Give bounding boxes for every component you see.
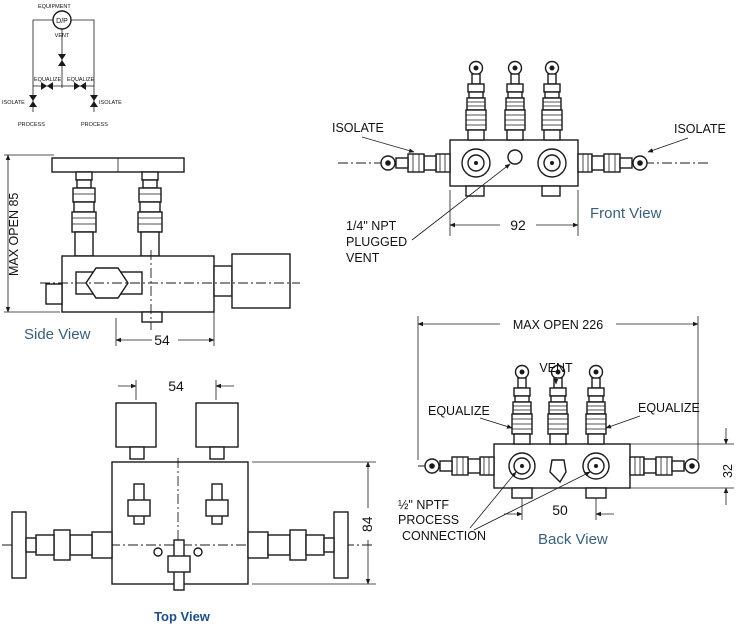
front-view-width-dimension: 92 (510, 217, 526, 233)
schematic-equalize-left-label: EQUALIZE (34, 77, 62, 83)
side-view-width-dimension: 54 (154, 332, 170, 348)
back-view-npt-line1: ½" NPTF (398, 498, 449, 512)
back-view-width-dimension: 50 (552, 502, 568, 518)
front-view: ISOLATE ISOLATE 92 1/4" NPT PLUGGED VENT… (332, 60, 726, 265)
front-view-title: Front View (590, 205, 662, 222)
side-view-height-dimension: MAX OPEN 85 (7, 193, 21, 276)
back-view-height-dimension: 32 (721, 464, 735, 478)
back-view-vent-label: VENT (539, 361, 573, 375)
isolate-valve-left-icon (29, 95, 37, 107)
front-view-vent-line1: 1/4" NPT (346, 219, 397, 233)
vent-valve-icon (58, 54, 66, 66)
schematic-equipment-label: EQUIPMENT (38, 4, 71, 10)
isolate-valve-right-icon (90, 95, 98, 107)
top-view-width-dimension: 54 (168, 378, 184, 394)
front-view-vent-line2: PLUGGED (346, 235, 407, 249)
top-view: 54 84 Top View (2, 378, 376, 624)
side-view-title: Side View (24, 326, 91, 343)
schematic-equalize-right-label: EQUALIZE (67, 77, 95, 83)
front-view-isolate-right-label: ISOLATE (674, 122, 726, 136)
schematic-process-left-label: PROCESS (18, 122, 45, 128)
schematic-process-right-label: PROCESS (81, 122, 108, 128)
back-view-equalize-right-label: EQUALIZE (638, 401, 700, 415)
back-view: MAX OPEN 226 VENT EQUALIZE EQUALIZE 32 (398, 316, 735, 548)
back-view-max-open-dimension: MAX OPEN 226 (513, 318, 603, 332)
equalize-valve-left-icon (41, 82, 53, 90)
back-view-title: Back View (538, 531, 608, 548)
side-view: MAX OPEN 85 54 Side View (4, 154, 300, 348)
back-view-equalize-left-label: EQUALIZE (428, 404, 490, 418)
front-view-isolate-left-label: ISOLATE (332, 121, 384, 135)
back-view-npt-line3: CONNECTION (402, 529, 486, 543)
schematic-isolate-right-label: ISOLATE (99, 100, 122, 106)
top-view-height-dimension: 84 (359, 516, 375, 532)
equalize-valve-right-icon (74, 82, 86, 90)
back-view-npt-line2: PROCESS (398, 513, 459, 527)
top-view-title: Top View (154, 609, 211, 624)
schematic-isolate-left-label: ISOLATE (2, 100, 25, 106)
schematic-diagram: EQUIPMENT D/P VENT EQUALIZE EQUALIZE ISO… (2, 4, 122, 128)
front-view-vent-line3: VENT (346, 251, 380, 265)
dp-label: D/P (56, 18, 68, 25)
